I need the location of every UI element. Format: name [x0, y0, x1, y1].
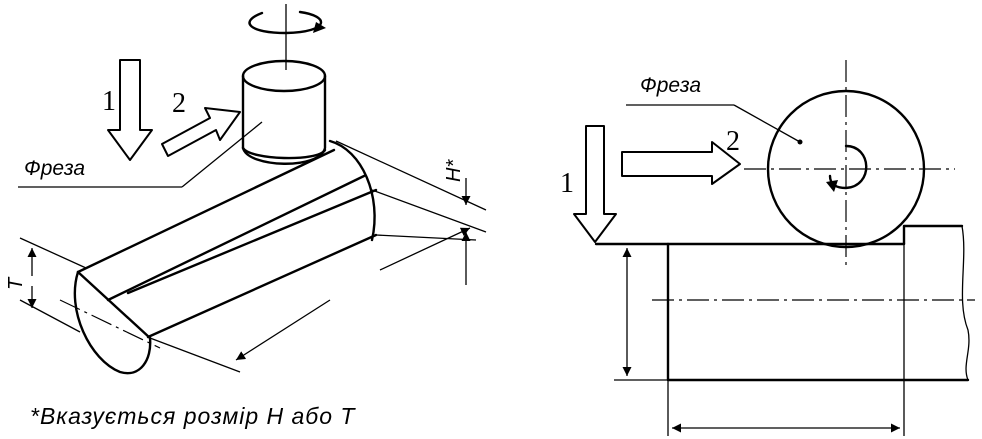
tool-leader-right — [626, 104, 803, 145]
left-isometric-view: Фреза 1 2 H* T — [5, 4, 487, 429]
feed-arrow-2-right — [621, 141, 741, 185]
dim-h-label: H* — [443, 159, 465, 182]
arrow-1-label-left: 1 — [102, 86, 116, 117]
disk-cutter-right — [744, 60, 955, 266]
tool-label-right: Фреза — [640, 74, 701, 97]
dimension-h — [335, 140, 487, 285]
rotation-arrow-icon — [248, 4, 326, 70]
dim-t-label: T — [5, 276, 27, 290]
dimension-t — [19, 237, 87, 333]
footnote: *Вказується розмір H або T — [30, 403, 356, 429]
end-mill-cutter-left — [241, 59, 327, 165]
right-side-view: Фреза 1 2 — [560, 60, 975, 436]
workpiece-right — [594, 224, 975, 382]
dimension-height-right — [614, 248, 668, 381]
arrow-1-label-right: 1 — [560, 168, 574, 199]
tool-leader-left — [18, 121, 263, 188]
arrow-2-label-right: 2 — [726, 126, 740, 157]
feed-arrow-1-right — [573, 125, 617, 243]
dimension-length-right — [667, 244, 905, 436]
feed-arrow-1-left — [107, 59, 153, 161]
arrow-2-label-left: 2 — [172, 88, 186, 119]
feed-arrow-2-left — [161, 107, 241, 157]
tool-label-left: Фреза — [24, 157, 85, 180]
workpiece-left — [59, 139, 378, 375]
dimension-length-left — [149, 227, 477, 373]
